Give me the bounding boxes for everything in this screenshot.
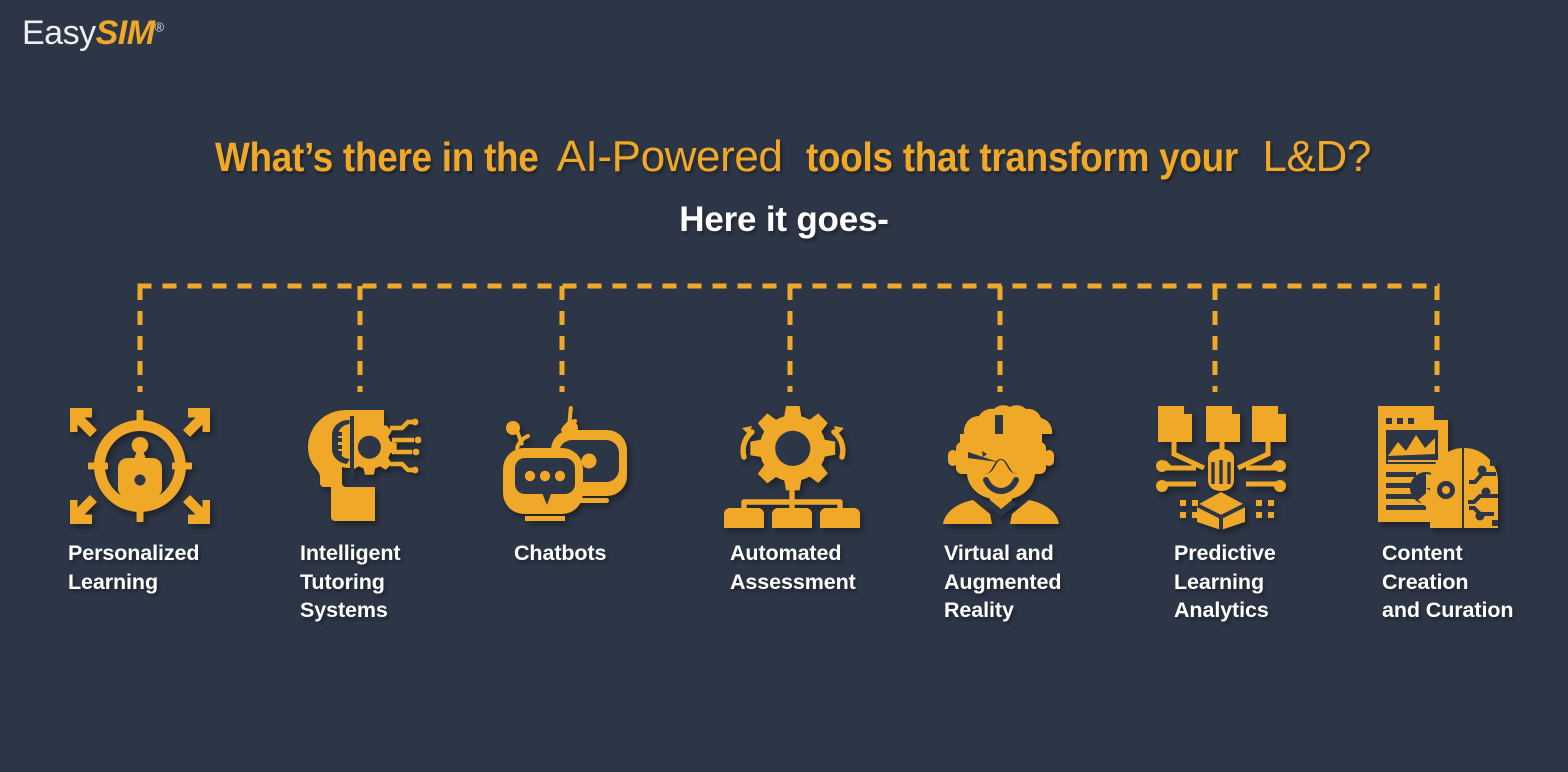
gear-nodes-icon xyxy=(722,404,862,539)
target-person-icon xyxy=(66,404,214,539)
registered-trademark-icon: ® xyxy=(154,19,165,35)
chatbot-robots-icon xyxy=(495,404,635,539)
feature-label-predictive-learning-analytics: Predictive Learning Analytics xyxy=(1174,541,1276,622)
vr-headset-person-icon xyxy=(938,404,1064,539)
feature-item-intelligent-tutoring-systems[interactable]: Intelligent Tutoring Systems xyxy=(294,404,422,625)
page-title: What’s there in the AI-Powered tools tha… xyxy=(0,131,1568,183)
feature-label-content-creation-and-curation: Content Creation and Curation xyxy=(1382,541,1514,622)
brain-head-gear-icon xyxy=(294,404,422,539)
feature-label-automated-assessment: Automated Assessment xyxy=(730,541,856,594)
feature-item-content-creation-and-curation[interactable]: Content Creation and Curation xyxy=(1374,404,1513,625)
title-segment-ai-powered: AI-Powered xyxy=(556,132,783,181)
report-ai-head-icon xyxy=(1374,404,1513,539)
feature-item-chatbots[interactable]: Chatbots xyxy=(495,404,635,568)
title-segment-ld: L&D? xyxy=(1262,132,1371,181)
page-subtitle: Here it goes- xyxy=(679,200,889,239)
title-segment-1: What’s there in the xyxy=(215,134,539,180)
feature-label-virtual-and-augmented-reality: Virtual and Augmented Reality xyxy=(944,541,1062,622)
feature-item-automated-assessment[interactable]: Automated Assessment xyxy=(722,404,862,596)
feature-label-personalized-learning: Personalized Learning xyxy=(68,541,200,594)
brand-logo: EasySIM® xyxy=(22,16,164,50)
logo-text-sim: SIM xyxy=(95,14,155,52)
logo-text-easy: Easy xyxy=(22,14,96,52)
data-network-cube-icon xyxy=(1156,404,1286,539)
feature-label-intelligent-tutoring-systems: Intelligent Tutoring Systems xyxy=(300,541,401,622)
feature-item-virtual-and-augmented-reality[interactable]: Virtual and Augmented Reality xyxy=(938,404,1064,625)
feature-label-chatbots: Chatbots xyxy=(514,541,607,565)
feature-item-predictive-learning-analytics[interactable]: Predictive Learning Analytics xyxy=(1156,404,1286,625)
title-segment-3: tools that transform your xyxy=(806,134,1239,180)
feature-item-personalized-learning[interactable]: Personalized Learning xyxy=(66,404,214,596)
